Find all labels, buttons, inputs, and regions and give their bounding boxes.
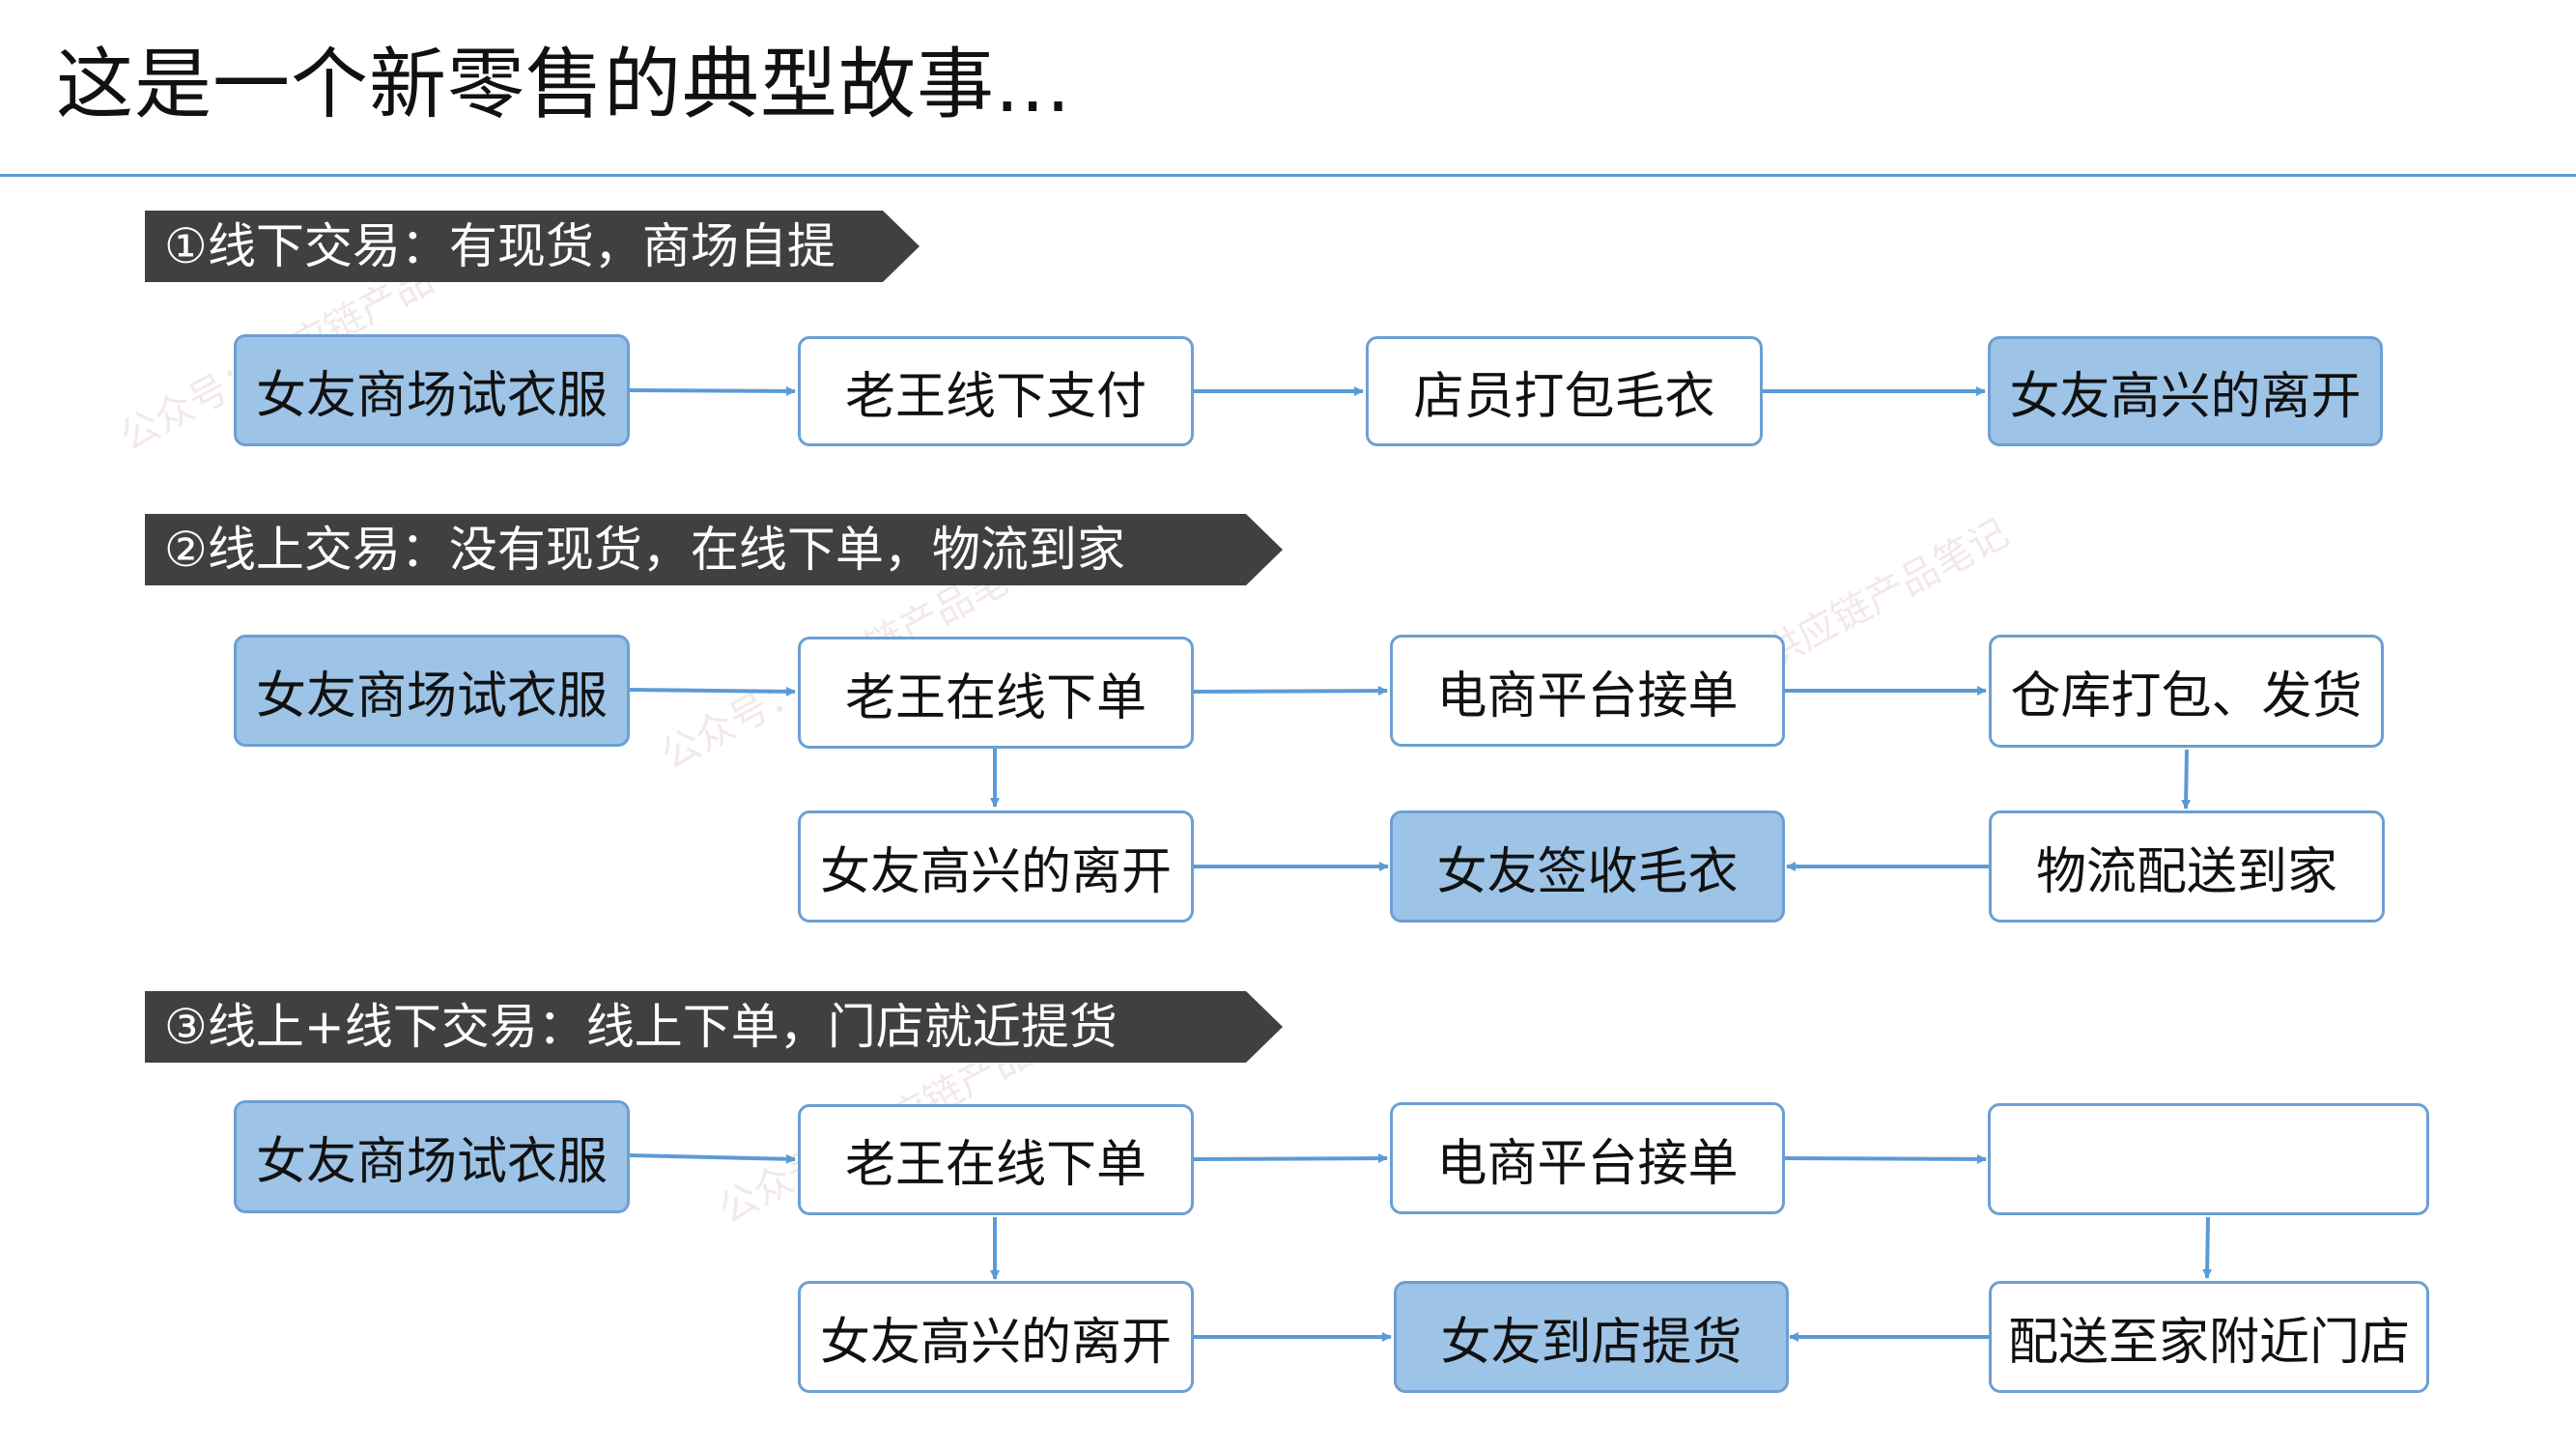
flow-node-order-online: 老王在线下单 [798,1104,1194,1215]
flow-node-logistics-deliver: 物流配送到家 [1989,810,2385,923]
title-divider [0,174,2576,177]
flow-node-try-on: 女友商场试衣服 [234,1100,630,1213]
flow-node-empty [1988,1103,2429,1215]
flow-node-happy-leave: 女友高兴的离开 [798,810,1194,923]
section-banner-offline: ①线下交易：有现货，商场自提 [145,211,920,282]
flow-node-try-on: 女友商场试衣服 [234,635,630,747]
flow-node-sign-receipt: 女友签收毛衣 [1390,810,1785,923]
flow-node-warehouse-ship: 仓库打包、发货 [1989,635,2384,748]
flow-node-platform-accept: 电商平台接单 [1390,635,1785,747]
flow-node-store-pickup: 女友到店提货 [1394,1281,1789,1393]
flow-node-platform-accept: 电商平台接单 [1390,1102,1785,1214]
flow-node-store-deliver: 配送至家附近门店 [1989,1281,2429,1393]
arrow [1193,1153,1388,1164]
section-banner-omnichannel: ③线上+线下交易：线上下单，门店就近提货 [145,991,1283,1063]
arrow [2181,749,2192,810]
flow-node-order-online: 老王在线下单 [798,637,1194,749]
arrow [629,686,796,696]
section-banner-online: ②线上交易：没有现货，在线下单，物流到家 [145,514,1283,585]
flow-node-pay-offline: 老王线下支付 [798,336,1194,446]
flow-node-clerk-pack: 店员打包毛衣 [1366,336,1763,446]
flow-node-try-on: 女友商场试衣服 [234,334,630,446]
flow-node-happy-leave: 女友高兴的离开 [798,1281,1194,1393]
arrow [2202,1216,2213,1279]
arrow [1784,1153,1987,1164]
flow-node-happy-leave: 女友高兴的离开 [1988,336,2383,446]
page-title: 这是一个新零售的典型故事... [56,40,1072,129]
arrow [629,1153,796,1164]
arrow [1193,686,1388,696]
arrow [629,385,796,396]
